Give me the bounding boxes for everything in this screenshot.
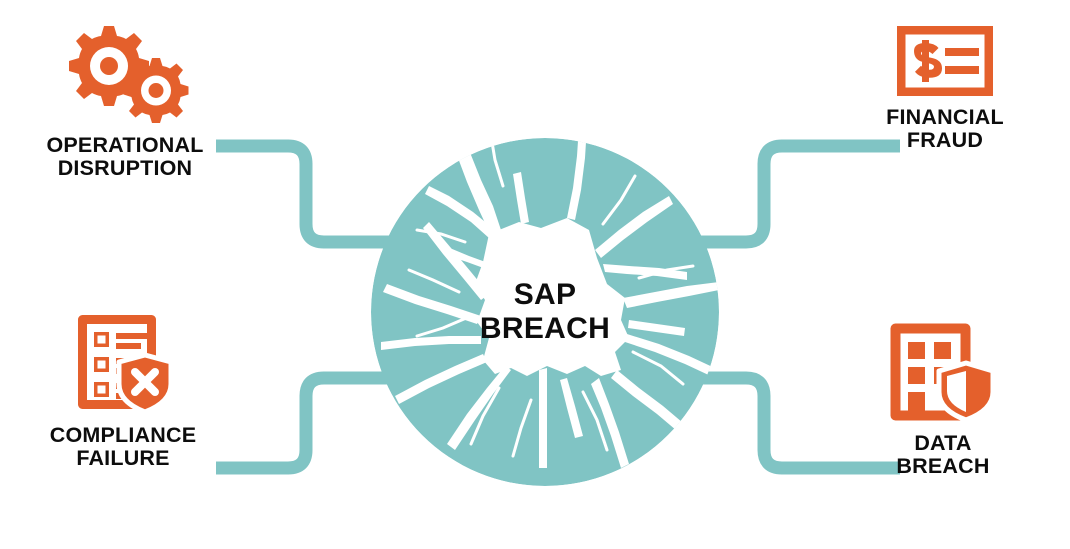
node-label-compliance-failure: COMPLIANCE FAILURE (49, 423, 197, 471)
core-label: SAP BREACH (479, 278, 611, 345)
node-operational-disruption[interactable]: OPERATIONAL DISRUPTION (10, 24, 240, 180)
node-label-financial-fraud: FINANCIAL FRAUD (886, 105, 1004, 153)
cracked-globe-icon (371, 138, 719, 486)
check-dollar-icon (896, 25, 994, 97)
node-data-breach[interactable]: DATA BREACH (828, 322, 1058, 478)
core-cracked-globe (371, 138, 719, 486)
building-shield-icon (889, 322, 997, 423)
node-label-operational-disruption: OPERATIONAL DISRUPTION (46, 133, 204, 181)
node-compliance-failure[interactable]: COMPLIANCE FAILURE (8, 310, 238, 470)
checklist-shield-x-icon (73, 310, 174, 415)
node-label-data-breach: DATA BREACH (896, 431, 990, 479)
connector-financial-fraud (690, 139, 900, 249)
node-financial-fraud[interactable]: FINANCIAL FRAUD (830, 25, 1060, 153)
gears-icon (60, 24, 190, 124)
